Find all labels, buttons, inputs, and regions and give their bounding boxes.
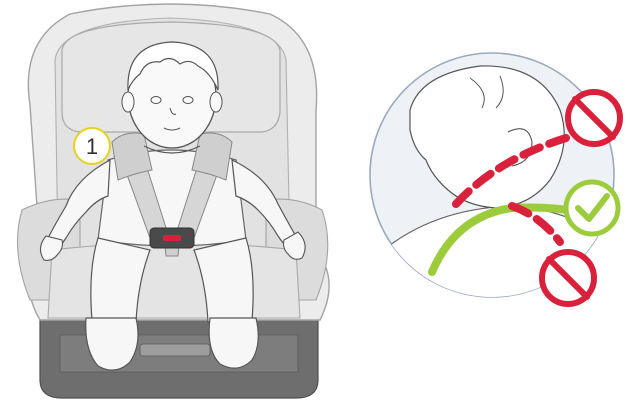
car-seat-illustration: 1	[18, 4, 330, 398]
child-right-foot	[209, 318, 258, 368]
child-left-ear	[122, 92, 134, 112]
base-latch-slot	[140, 344, 210, 356]
checkmark-icon	[566, 182, 618, 234]
step-number: 1	[86, 134, 98, 159]
child-right-ear	[210, 92, 222, 112]
prohibited-icon	[568, 92, 620, 144]
harness-buckle-button	[163, 235, 181, 241]
strap-position-detail	[370, 53, 620, 320]
prohibited-icon	[542, 252, 594, 304]
